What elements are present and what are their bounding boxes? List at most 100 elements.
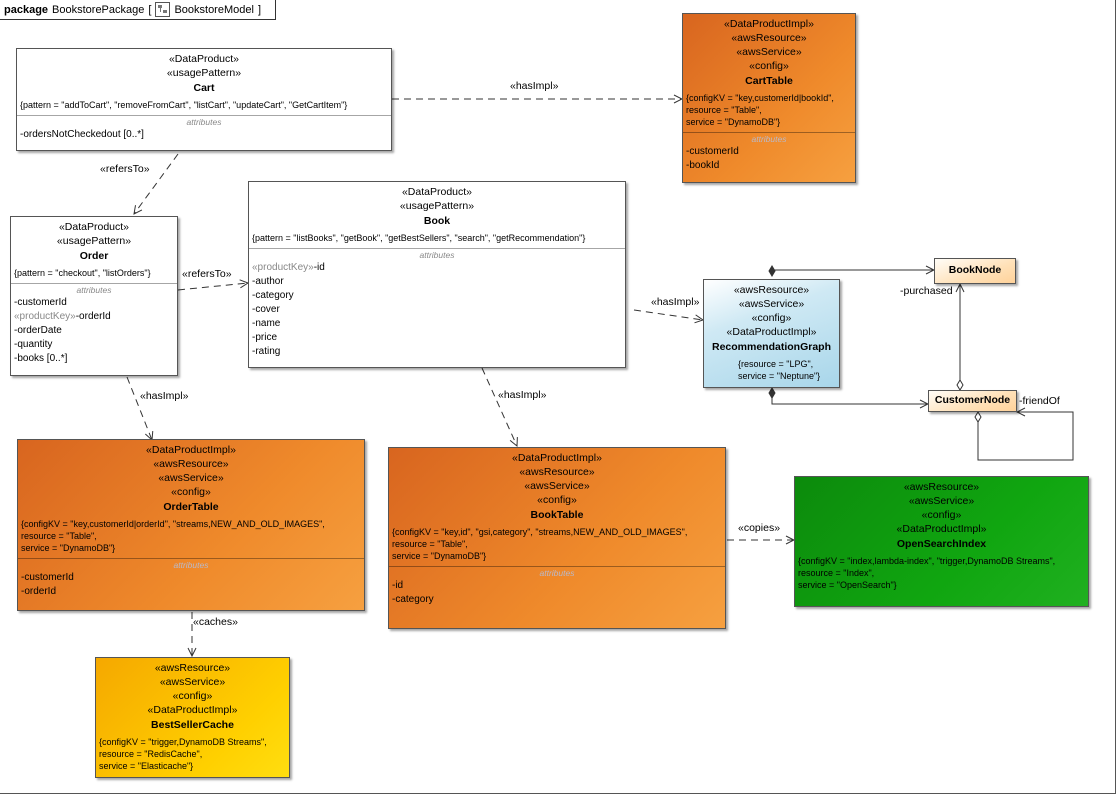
edge-cart-refersto <box>134 153 179 214</box>
edge-customer-friendof <box>977 412 1074 461</box>
role-label-friendof: -friendOf <box>1019 395 1060 407</box>
order-class[interactable]: «DataProduct» «usagePattern» Order {patt… <box>10 216 178 376</box>
stereotype-label: «DataProductImpl» <box>147 704 238 716</box>
attribute-row[interactable]: -id <box>392 580 404 591</box>
tagged-values: {configKV = "key,customerId|bookId", res… <box>686 93 834 127</box>
edge-label-refersto: «refersTo» <box>182 268 232 280</box>
attribute-row[interactable]: «productKey»-id <box>252 262 325 273</box>
composition-diamond <box>768 265 776 277</box>
stereotype-label: «DataProductImpl» <box>146 444 236 456</box>
stereotype-label: «awsResource» <box>519 466 595 478</box>
attribute-row[interactable]: -customerId <box>686 146 739 157</box>
attribute-row[interactable]: -category <box>392 594 434 605</box>
stereotype-label: «config» <box>921 509 962 521</box>
class-name: BookNode <box>948 264 1002 276</box>
stereotype-label: «DataProductImpl» <box>726 326 817 338</box>
class-name: OrderTable <box>163 501 219 513</box>
compartment-title: attributes <box>539 568 575 578</box>
book-class[interactable]: «DataProduct» «usagePattern» Book {patte… <box>248 181 626 368</box>
class-name: BookTable <box>530 509 584 521</box>
attribute-row[interactable]: -ordersNotCheckedout [0..*] <box>20 129 144 140</box>
stereotype-label: «awsResource» <box>153 458 229 470</box>
attribute-row[interactable]: -orderDate <box>14 325 62 336</box>
aggregation-diamond <box>956 379 964 391</box>
stereotype-label: «DataProduct» <box>401 186 473 198</box>
attribute-row[interactable]: -bookId <box>686 160 720 171</box>
compartment-title: attributes <box>173 560 209 570</box>
tagged-values: {resource = "LPG", service = "Neptune"} <box>738 359 821 381</box>
stereotype-label: «DataProductImpl» <box>896 523 987 535</box>
edge-graph-customernode <box>771 396 928 404</box>
customer-node-class[interactable]: CustomerNode <box>928 390 1017 412</box>
class-name: OpenSearchIndex <box>896 538 987 550</box>
attribute-row[interactable]: «productKey»-orderId <box>14 311 111 322</box>
stereotype-label: «DataProduct» <box>58 221 130 233</box>
edge-label-refersto: «refersTo» <box>100 163 150 175</box>
compartment-title: attributes <box>751 134 787 144</box>
attribute-row[interactable]: -cover <box>252 304 280 315</box>
class-name: RecommendationGraph <box>711 341 832 353</box>
stereotype-label: «config» <box>537 494 577 506</box>
stereotype-label: «awsResource» <box>903 481 980 493</box>
edge-graph-booknode <box>771 268 934 270</box>
stereotype-label: «DataProduct» <box>168 53 240 65</box>
composition-diamond <box>768 387 776 399</box>
order-table-class[interactable]: «DataProductImpl» «awsResource» «awsServ… <box>17 439 365 611</box>
diagram-name: BookstoreModel <box>174 3 254 16</box>
aggregation-diamond <box>974 411 982 423</box>
cart-table-class[interactable]: «DataProductImpl» «awsResource» «awsServ… <box>682 13 856 183</box>
recommendation-graph-class[interactable]: «awsResource» «awsService» «config» «Dat… <box>703 279 840 388</box>
stereotype-label: «awsResource» <box>731 32 807 44</box>
stereotype-label: «DataProductImpl» <box>724 18 814 30</box>
tagged-values: {configKV = "trigger,DynamoDB Streams", … <box>99 737 267 771</box>
stereotype-label: «awsService» <box>736 46 802 58</box>
attributes-compartment: attributes «productKey»-id -author -cate… <box>249 248 625 359</box>
stereotype-label: «config» <box>171 486 211 498</box>
edge-label-caches: «caches» <box>193 616 238 628</box>
tagged-values: {configKV = "key,id", "gsi,category", "s… <box>392 527 688 561</box>
stereotype-label: «awsResource» <box>733 284 810 296</box>
attribute-row[interactable]: -category <box>252 290 294 301</box>
stereotype-label: «awsService» <box>738 298 805 310</box>
book-node-class[interactable]: BookNode <box>934 258 1016 284</box>
book-table-class[interactable]: «DataProductImpl» «awsResource» «awsServ… <box>388 447 726 629</box>
edge-label-hasimpl: «hasImpl» <box>651 296 700 308</box>
tagged-values: {pattern = "addToCart", "removeFromCart"… <box>20 100 348 110</box>
edge-label-hasimpl: «hasImpl» <box>498 389 547 401</box>
stereotype-label: «awsResource» <box>154 662 231 674</box>
attributes-compartment: attributes -ordersNotCheckedout [0..*] <box>17 115 391 142</box>
attribute-row[interactable]: -rating <box>252 346 281 357</box>
tagged-values: {configKV = "key,customerId|orderId", "s… <box>21 519 325 553</box>
class-name: Book <box>423 215 451 227</box>
attribute-row[interactable]: -name <box>252 318 281 329</box>
attribute-row[interactable]: -books [0..*] <box>14 353 68 364</box>
compartment-title: attributes <box>76 285 112 295</box>
edge-order-refersto <box>177 283 248 291</box>
attribute-row[interactable]: -price <box>252 332 278 343</box>
stereotype-label: «DataProductImpl» <box>512 452 602 464</box>
stereotype-label: «awsService» <box>158 472 224 484</box>
class-name: BestSellerCache <box>151 719 234 731</box>
edge-book-hasimpl-graph <box>633 309 703 320</box>
attributes-compartment: attributes -customerId -orderId <box>18 558 364 599</box>
edge-book-hasimpl-table <box>481 367 517 446</box>
edge-label-hasimpl: «hasImpl» <box>510 80 559 92</box>
attributes-compartment: attributes -id -category <box>389 566 725 607</box>
attribute-row[interactable]: -orderId <box>21 586 57 597</box>
attribute-row[interactable]: -author <box>252 276 284 287</box>
open-search-index-class[interactable]: «awsResource» «awsService» «config» «Dat… <box>794 476 1089 607</box>
class-diagram-icon <box>155 2 171 17</box>
role-label-purchased: -purchased <box>900 285 953 297</box>
stereotype-label: «awsService» <box>908 495 975 507</box>
stereotype-label: «awsService» <box>524 480 590 492</box>
attribute-row[interactable]: -customerId <box>21 572 74 583</box>
attribute-row[interactable]: -customerId <box>14 297 67 308</box>
class-name: Order <box>79 250 109 262</box>
frame-keyword: package <box>4 3 49 16</box>
best-seller-cache-class[interactable]: «awsResource» «awsService» «config» «Dat… <box>95 657 290 778</box>
cart-class[interactable]: «DataProduct» «usagePattern» Cart {patte… <box>16 48 392 151</box>
bracket-close: ] <box>257 3 261 16</box>
stereotype-label: «awsService» <box>159 676 226 688</box>
attribute-row[interactable]: -quantity <box>14 339 53 350</box>
